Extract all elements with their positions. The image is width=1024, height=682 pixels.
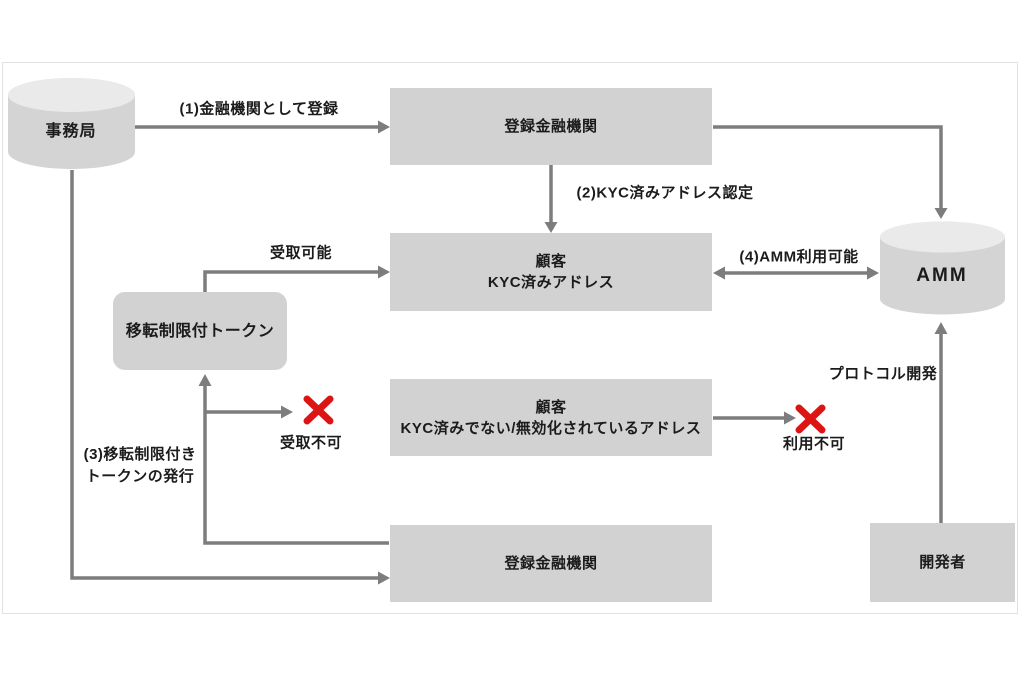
node-developer: 開発者: [870, 523, 1015, 602]
edge-label-receivable: 受取可能: [269, 244, 333, 262]
cross-icon-not-receivable: [303, 395, 334, 425]
edge-label-step2: (2)KYC済みアドレス認定: [576, 184, 754, 202]
node-kyc-customer: 顧客 KYC済みアドレス: [390, 233, 712, 311]
edge-label-step3-line2: トークンの発行: [85, 468, 195, 485]
arrow-top-fi-to-amm: [713, 125, 948, 219]
edge-label-step1: (1)金融機関として登録: [179, 100, 339, 118]
node-non-kyc-customer-line1: 顧客: [535, 398, 567, 416]
secretariat-cylinder: [8, 78, 135, 169]
edge-label-not-usable: 利用不可: [782, 435, 846, 453]
secretariat-label: 事務局: [45, 123, 97, 140]
node-non-kyc-customer-line2: KYC済みでない/無効化されているアドレス: [400, 419, 702, 437]
arrow-bottom-fi-issues-token: [198, 374, 389, 545]
node-restricted-token: 移転制限付トークン: [113, 292, 287, 370]
amm-cylinder: [880, 221, 1005, 315]
edge-label-protocol-dev: プロトコル開発: [828, 365, 938, 383]
node-registered-fi-top-label: 登録金融機関: [504, 118, 598, 135]
arrow-secretariat-to-bottom-fi: [70, 170, 390, 585]
node-developer-label: 開発者: [919, 554, 966, 571]
amm-label: AMM: [916, 265, 968, 286]
arrow-nonkyc-to-cross: [713, 411, 796, 425]
arrow-kyc-certify: [544, 165, 558, 233]
arrow-register-as-fi: [135, 120, 390, 134]
arrow-developer-to-amm: [934, 322, 948, 523]
edge-label-not-receivable: 受取不可: [279, 434, 343, 452]
arrow-amm-usable-bidirectional: [713, 266, 879, 280]
edge-label-step4: (4)AMM利用可能: [739, 248, 859, 266]
node-kyc-customer-line2: KYC済みアドレス: [487, 274, 615, 291]
node-registered-fi-bottom-label: 登録金融機関: [504, 555, 598, 572]
edge-label-step3: (3)移転制限付き トークンの発行: [84, 444, 197, 488]
diagram-frame: [2, 62, 1018, 614]
edge-label-step3-line1: (3)移転制限付き: [83, 446, 197, 463]
node-registered-fi-top: 登録金融機関: [390, 88, 712, 165]
node-restricted-token-label: 移転制限付トークン: [125, 322, 275, 340]
node-non-kyc-customer: 顧客 KYC済みでない/無効化されているアドレス: [390, 379, 712, 456]
arrow-token-receivable: [203, 265, 390, 293]
node-registered-fi-bottom: 登録金融機関: [390, 525, 712, 602]
node-kyc-customer-line1: 顧客: [535, 253, 567, 270]
cross-icon-not-usable: [795, 404, 826, 434]
arrow-token-not-receivable: [205, 405, 293, 419]
